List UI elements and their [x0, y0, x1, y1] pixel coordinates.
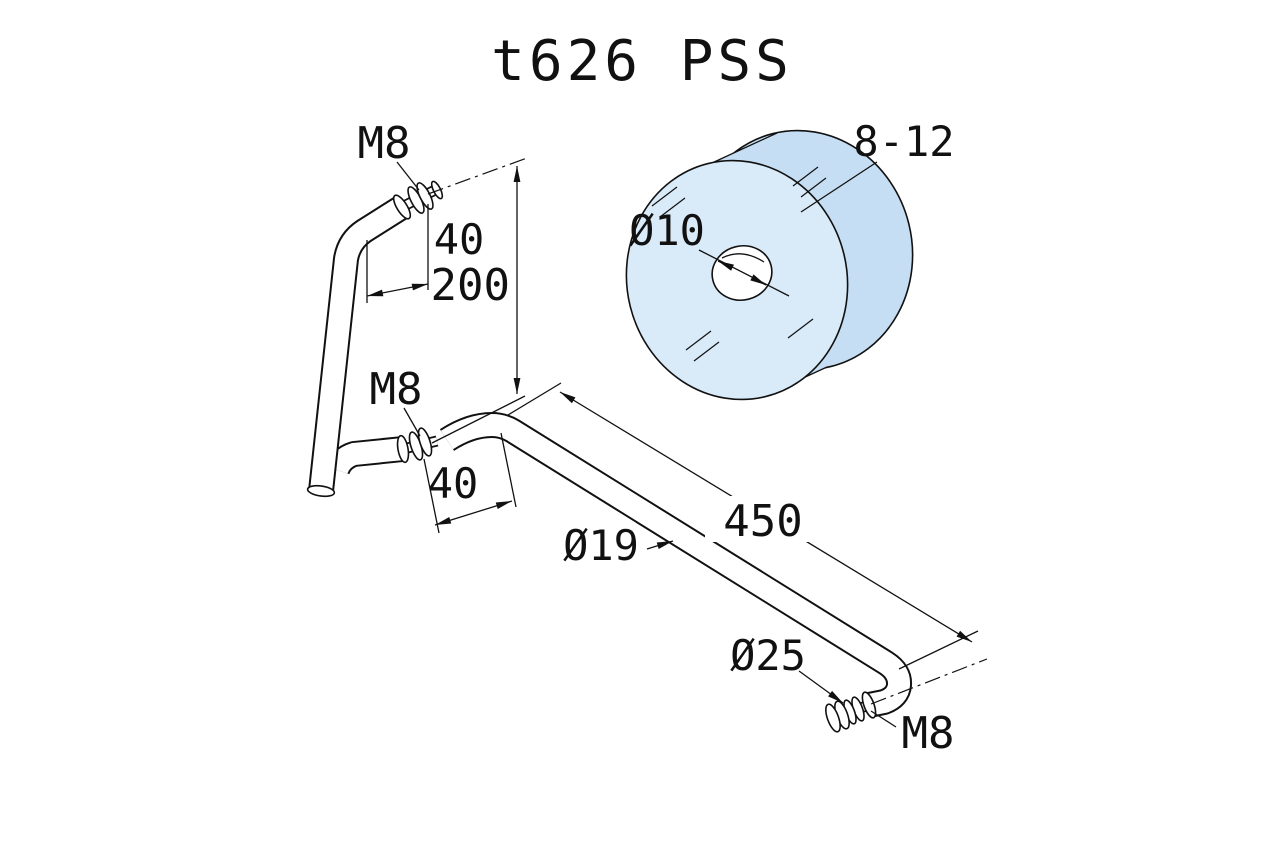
leader-m8-middle	[403, 407, 421, 437]
dimension-labels: M8 40 200 M8 40 450 Ø19 Ø25 M8 Ø10 8-12	[358, 117, 955, 759]
glass-rim-edge-top	[711, 132, 778, 164]
dimension-line-dia10	[698, 249, 790, 297]
glass-hole-inner-edge	[721, 253, 765, 263]
glass-reflection-marks	[651, 166, 827, 362]
tube-end-cap	[392, 194, 412, 220]
extension-450-right	[898, 630, 979, 670]
centerline-top-stud	[427, 157, 528, 195]
extension-450-left	[507, 382, 562, 416]
extension-40bot-b	[500, 432, 517, 508]
handle-bottom-arm	[324, 436, 405, 475]
extension-200-bottom	[431, 395, 526, 444]
thread-label-m8-end: M8	[902, 708, 955, 759]
glass-hole	[711, 245, 773, 301]
leader-dia25	[798, 670, 844, 704]
mounting-stud-middle	[396, 427, 439, 464]
dim-label-dia25: Ø25	[730, 631, 806, 680]
dim-label-40-top: 40	[434, 215, 485, 264]
dimension-line-40-bottom	[434, 500, 513, 526]
washer	[417, 427, 433, 457]
drawing-title: t626 PSS	[491, 29, 793, 94]
dim-label-200: 200	[431, 260, 510, 311]
thread-label-m8-top: M8	[358, 118, 411, 169]
centerline-end-stud	[870, 658, 988, 705]
mounting-stud-end	[825, 691, 877, 733]
dim-label-dia10: Ø10	[629, 206, 705, 255]
leader-dia19	[646, 540, 674, 550]
mounting-stud-top	[392, 180, 444, 220]
dim-label-glass-thickness: 8-12	[853, 117, 954, 166]
dimension-line-40-top	[366, 283, 429, 297]
dim-label-450: 450	[723, 496, 802, 547]
leader-glass-thickness	[800, 161, 878, 213]
end-cap-large	[825, 703, 841, 733]
towel-bar-tube	[439, 412, 913, 718]
dia10-arrow-left	[717, 260, 734, 271]
dia10-arrow-right	[750, 274, 767, 286]
thread-label-m8-middle: M8	[370, 364, 423, 415]
dim-label-dia19: Ø19	[563, 521, 639, 570]
dimension-lines	[366, 157, 988, 728]
grip-bottom-end-cap	[306, 484, 336, 498]
handle-grip-tube	[306, 196, 409, 498]
dim-450-text-mask	[705, 496, 823, 542]
leader-m8-end	[870, 710, 897, 728]
tube-end-cap	[396, 434, 410, 464]
leader-m8-top	[396, 161, 420, 191]
dim-label-40-bottom: 40	[428, 459, 479, 508]
glass-disc	[625, 129, 914, 401]
